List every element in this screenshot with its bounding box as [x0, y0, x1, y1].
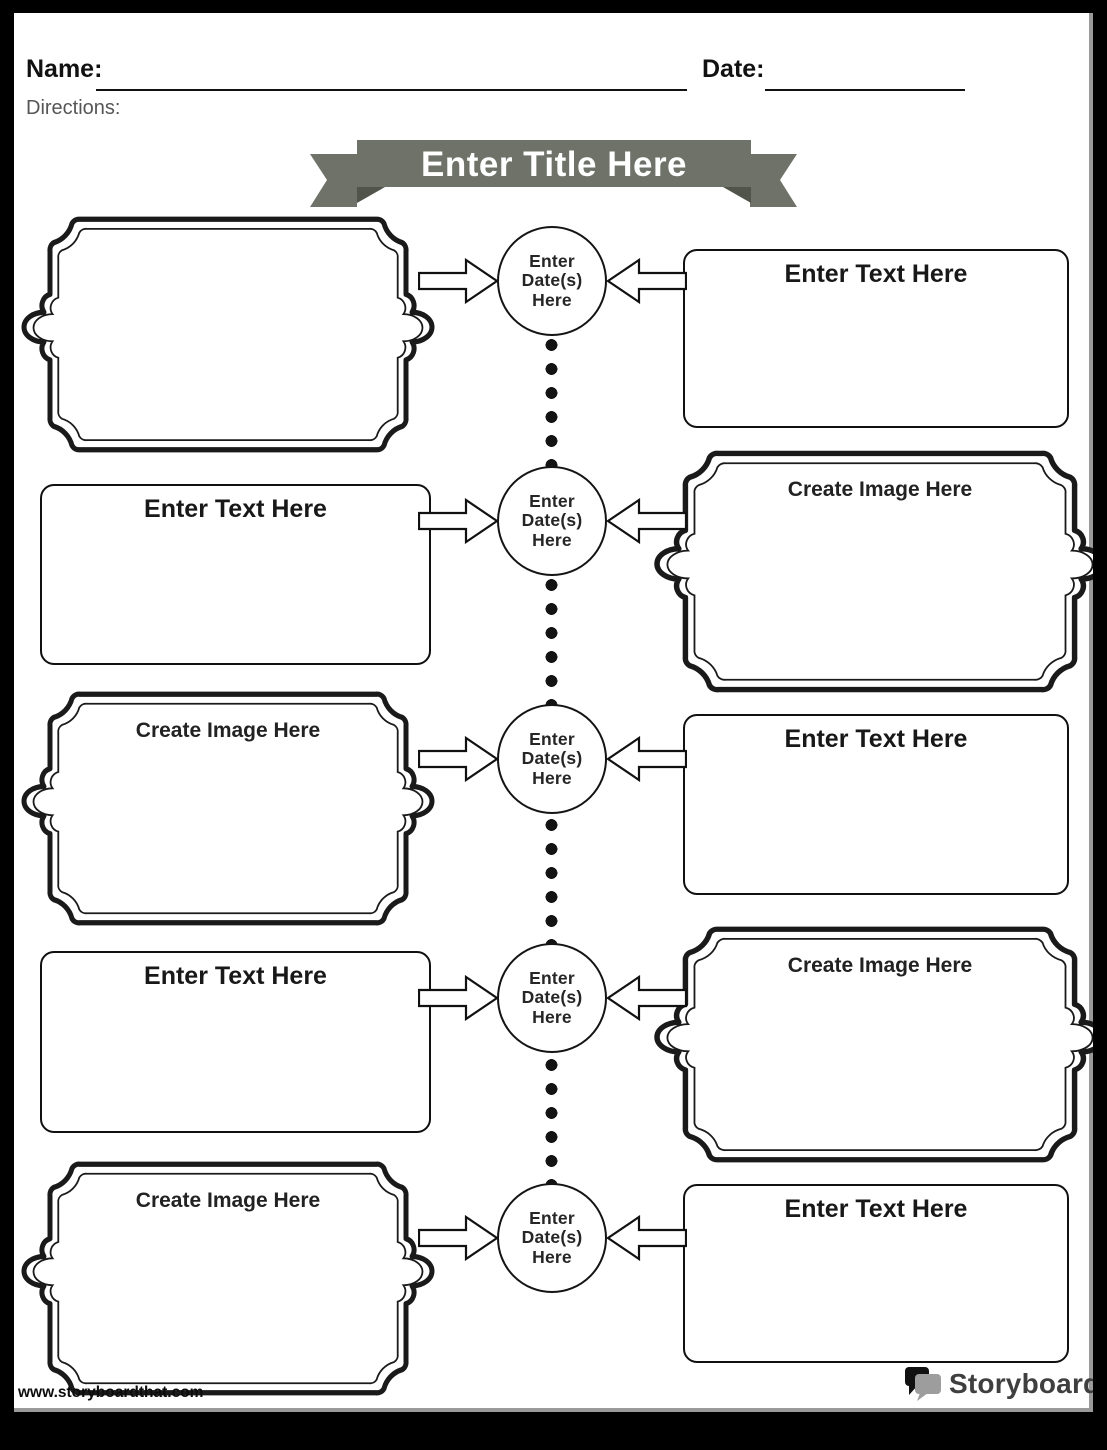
name-label: Name: [26, 55, 103, 83]
date-circle[interactable]: Enter Date(s) Here [497, 466, 607, 576]
image-frame[interactable]: Create Image Here [657, 924, 1093, 1165]
text-box-label: Enter Text Here [784, 725, 968, 753]
page-title[interactable]: Enter Title Here [421, 145, 687, 184]
date-circle-line: Enter [529, 967, 575, 988]
date-circle[interactable]: Enter Date(s) Here [497, 943, 607, 1053]
frame-label: Create Image Here [135, 1189, 321, 1212]
image-frame[interactable]: Create Image Here [24, 1159, 432, 1398]
date-circle[interactable]: Enter Date(s) Here [497, 1183, 607, 1293]
image-frame[interactable]: Create Image Here [24, 689, 432, 928]
date-circle-line: Enter [529, 250, 575, 271]
text-box-label: Enter Text Here [784, 1195, 968, 1223]
image-frame[interactable]: Create Image Here [657, 448, 1093, 695]
arrow-right-icon [418, 258, 499, 304]
date-circle-line: Date(s) [521, 270, 583, 291]
arrow-right-icon [418, 975, 499, 1021]
ribbon-left-flag [310, 154, 357, 207]
date-fill-line[interactable] [765, 89, 965, 91]
date-label: Date: [702, 55, 765, 83]
date-circle-line: Here [532, 529, 572, 550]
arrow-right-icon [418, 1215, 499, 1261]
text-box[interactable]: Enter Text Here [683, 714, 1069, 895]
text-box-label: Enter Text Here [144, 962, 327, 990]
frame-label: Create Image Here [787, 478, 973, 501]
date-circle-line: Date(s) [521, 1227, 583, 1248]
text-box[interactable]: Enter Text Here [683, 1184, 1069, 1363]
date-circle-line: Enter [529, 490, 575, 511]
date-circle[interactable]: Enter Date(s) Here [497, 226, 607, 336]
directions-label: Directions: [26, 97, 121, 119]
date-circle-line: Enter [529, 728, 575, 749]
worksheet-page: Name: Date: Directions: Enter Title Here… [14, 13, 1093, 1412]
date-circle-line: Here [532, 289, 572, 310]
speech-bubbles-icon [905, 1367, 941, 1401]
arrow-left-icon [606, 736, 687, 782]
ribbon-right-flag [750, 154, 797, 207]
arrow-right-icon [418, 736, 499, 782]
text-box[interactable]: Enter Text Here [40, 484, 431, 665]
arrow-left-icon [606, 975, 687, 1021]
name-fill-line[interactable] [96, 89, 687, 91]
ribbon-banner: Enter Title Here [310, 140, 797, 207]
logo-text-primary: Storyboard [949, 1368, 1093, 1399]
frame-label: Create Image Here [135, 719, 321, 742]
ribbon-right-fold [723, 187, 751, 203]
text-box-label: Enter Text Here [144, 495, 327, 523]
arrow-right-icon [418, 498, 499, 544]
ribbon-left-fold [357, 187, 385, 203]
date-circle-line: Enter [529, 1207, 575, 1228]
image-frame[interactable] [24, 214, 432, 455]
date-circle[interactable]: Enter Date(s) Here [497, 704, 607, 814]
arrow-left-icon [606, 1215, 687, 1261]
date-circle-line: Date(s) [521, 748, 583, 769]
date-circle-line: Here [532, 1006, 572, 1027]
date-circle-line: Here [532, 767, 572, 788]
date-circle-line: Date(s) [521, 987, 583, 1008]
arrow-left-icon [606, 258, 687, 304]
text-box[interactable]: Enter Text Here [683, 249, 1069, 428]
frame-label: Create Image Here [787, 954, 973, 977]
ribbon-band [357, 140, 751, 187]
date-circle-line: Here [532, 1246, 572, 1267]
date-circle-line: Date(s) [521, 510, 583, 531]
arrow-left-icon [606, 498, 687, 544]
text-box-label: Enter Text Here [784, 260, 968, 288]
website-url: www.storyboardthat.com [18, 1384, 204, 1401]
text-box[interactable]: Enter Text Here [40, 951, 431, 1133]
storyboardthat-logo: StoryboardThat [903, 1365, 1093, 1403]
